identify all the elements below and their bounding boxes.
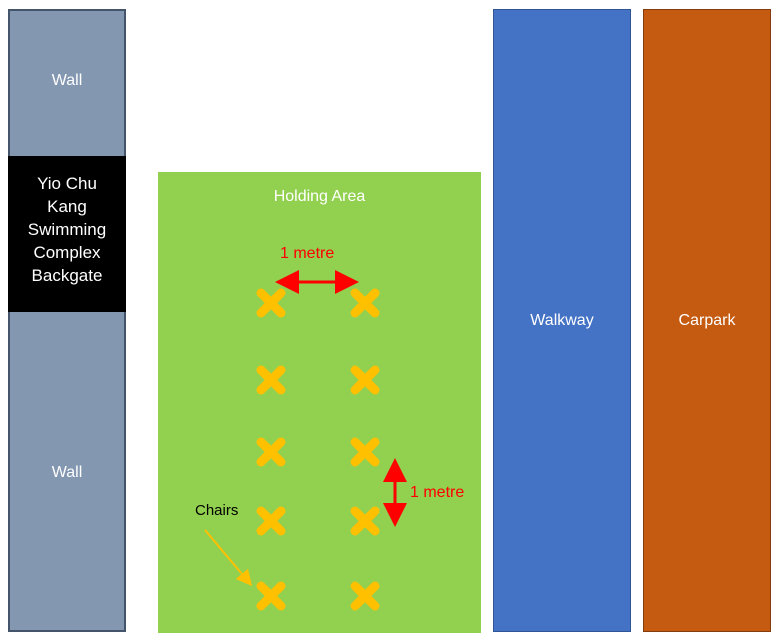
chair-x-icon (256, 288, 286, 318)
carpark-label: Carpark (678, 312, 736, 329)
walkway-label: Walkway (530, 312, 594, 329)
chair-x-icon (350, 581, 380, 611)
wall-top-label: Wall (51, 72, 83, 89)
wall-bottom-label: Wall (51, 464, 83, 481)
chairs-label: Chairs (195, 502, 239, 519)
chair-x-icon (256, 581, 286, 611)
wall-left (8, 9, 126, 632)
chair-x-icon (256, 365, 286, 395)
chair-x-icon (256, 437, 286, 467)
holding-area (158, 172, 481, 633)
backgate-label: Yio Chu Kang Swimming Complex Backgate (27, 174, 107, 285)
chair-marks (256, 288, 380, 611)
backgate-block (8, 156, 126, 312)
chair-x-icon (350, 288, 380, 318)
chair-x-icon (350, 506, 380, 536)
chair-x-icon (350, 437, 380, 467)
walkway-block (493, 9, 631, 632)
chair-x-icon (350, 365, 380, 395)
vertical-spacing-label: 1 metre (410, 484, 465, 501)
chairs-pointer-arrow (204, 529, 253, 587)
holding-area-label: Holding Area (273, 188, 366, 205)
chair-x-icon (256, 506, 286, 536)
horizontal-spacing-label: 1 metre (280, 245, 335, 262)
